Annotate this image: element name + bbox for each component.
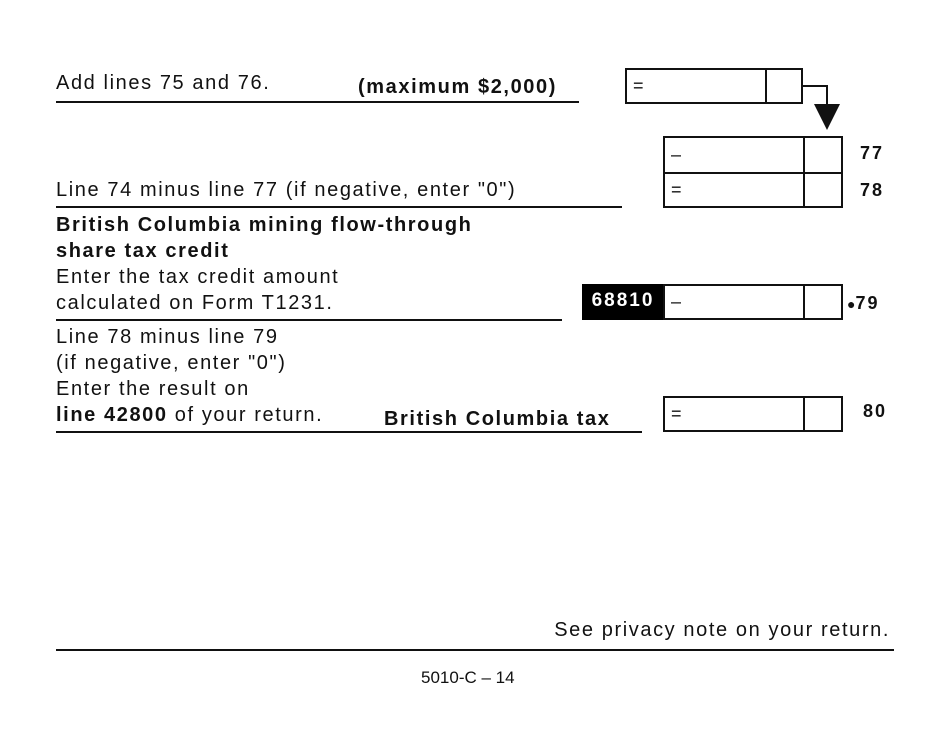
- line80-cents-input[interactable]: [807, 404, 843, 428]
- equals-sign: =: [671, 179, 682, 200]
- minus-sign: –: [671, 144, 682, 165]
- minus-sign: –: [671, 291, 682, 312]
- page-identifier: 5010-C – 14: [421, 668, 515, 687]
- line80-dollars-input[interactable]: [689, 404, 803, 428]
- line-number-78: 78: [860, 180, 885, 200]
- arrow-down-icon: [802, 85, 840, 130]
- line79-cents-input[interactable]: [807, 292, 843, 316]
- line80-field: =: [663, 396, 843, 432]
- equals-sign: =: [671, 403, 682, 424]
- line77-cents-input[interactable]: [807, 145, 843, 169]
- divider: [56, 319, 562, 321]
- line80-desc-4: line 42800 of your return.: [56, 404, 324, 426]
- line78-field: =: [663, 172, 843, 208]
- line78-cents-input[interactable]: [807, 180, 843, 204]
- maximum-note: (maximum $2,000): [358, 76, 558, 98]
- mining-credit-heading: British Columbia mining flow-through: [56, 214, 473, 236]
- equals-sign: =: [633, 75, 644, 96]
- mining-credit-heading-2: share tax credit: [56, 240, 230, 262]
- line-number-79: ●79: [847, 293, 880, 313]
- line-code-68810: 68810: [582, 284, 664, 320]
- line76-total-cents-input[interactable]: [769, 76, 803, 100]
- line77-field: –: [663, 136, 843, 174]
- line76-total-dollars-input[interactable]: [651, 76, 765, 100]
- line79-desc-2: calculated on Form T1231.: [56, 292, 334, 314]
- line78-label: Line 74 minus line 77 (if negative, ente…: [56, 179, 517, 201]
- line-42800-ref: line 42800: [56, 404, 168, 426]
- line78-dollars-input[interactable]: [689, 180, 803, 204]
- divider: [56, 206, 622, 208]
- bc-tax-label: British Columbia tax: [384, 408, 611, 430]
- footer-divider: [56, 649, 894, 651]
- privacy-note: See privacy note on your return.: [554, 619, 890, 641]
- line79-desc-1: Enter the tax credit amount: [56, 266, 340, 288]
- line79-dollars-input[interactable]: [689, 292, 803, 316]
- line-number-77: 77: [860, 143, 885, 163]
- bullet-icon: ●: [847, 296, 856, 312]
- line77-dollars-input[interactable]: [689, 145, 803, 169]
- line76-total-field: =: [625, 68, 803, 104]
- line-number-80: 80: [863, 401, 888, 421]
- line80-desc-1: Line 78 minus line 79: [56, 326, 279, 348]
- divider: [56, 101, 579, 103]
- add-lines-label: Add lines 75 and 76.: [56, 72, 271, 94]
- line80-desc-3: Enter the result on: [56, 378, 250, 400]
- divider: [56, 431, 642, 433]
- line80-desc-2: (if negative, enter "0"): [56, 352, 287, 374]
- line79-field: –: [663, 284, 843, 320]
